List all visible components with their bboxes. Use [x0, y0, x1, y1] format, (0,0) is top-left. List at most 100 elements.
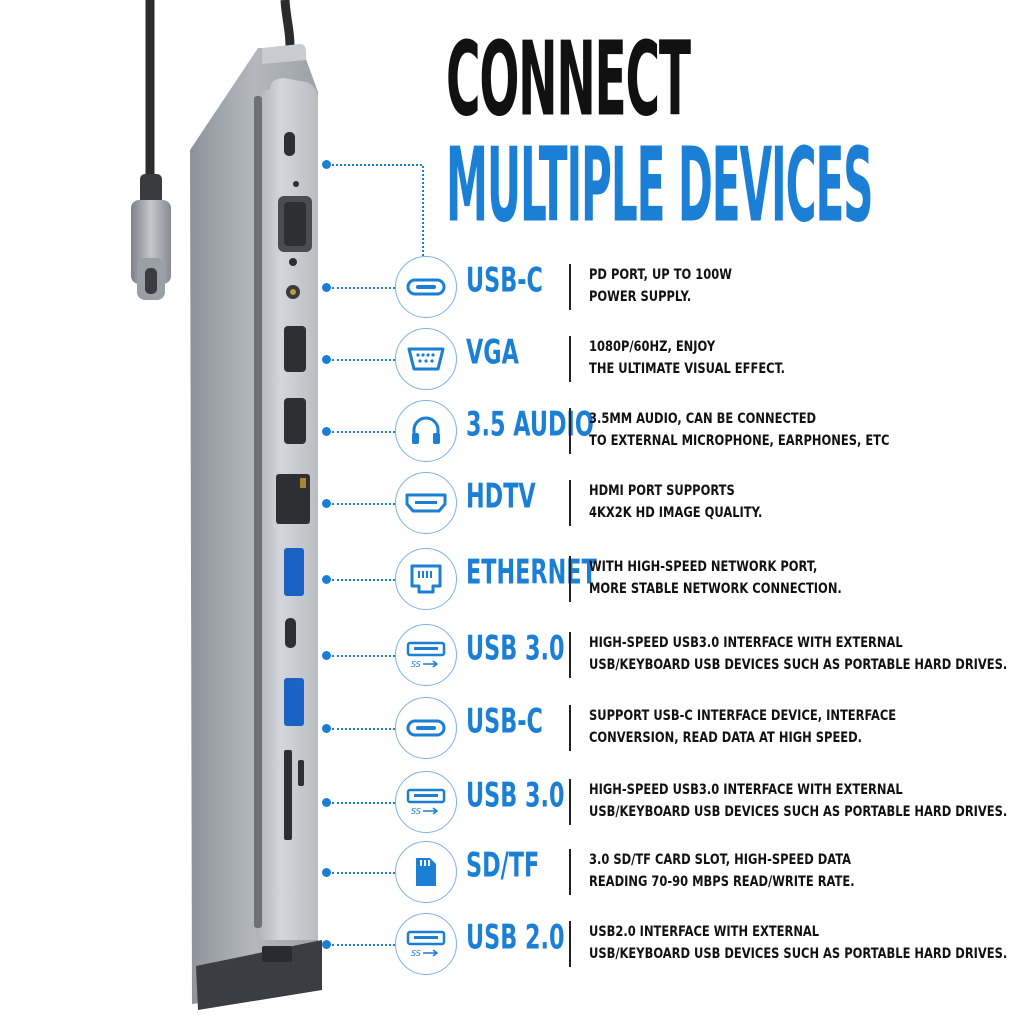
feature-description-line: 4KX2K HD IMAGE QUALITY. [589, 505, 763, 521]
plug-boot [140, 174, 162, 204]
feature-label: USB-C [466, 260, 543, 301]
port-usb-c-mid [285, 618, 296, 648]
hub-channel [254, 96, 262, 928]
connector-line [332, 503, 395, 505]
connector-line [332, 728, 395, 730]
feature-description: 1080P/60HZ, ENJOY THE ULTIMATE VISUAL EFF… [589, 336, 785, 380]
feature-description: 3.0 SD/TF CARD SLOT, HIGH-SPEED DATA READ… [589, 849, 855, 893]
feature-description-line: READING 70-90 MBPS READ/WRITE RATE. [589, 874, 855, 890]
hdmi-icon [395, 472, 457, 534]
feature-label: ETHERNET [466, 552, 597, 593]
connector-line [332, 287, 395, 289]
cable-to-hub [280, 0, 295, 47]
ethernet-icon [395, 548, 457, 610]
port-sd [284, 750, 292, 840]
connector-line [332, 944, 395, 946]
feature-description-line: MORE STABLE NETWORK CONNECTION. [589, 581, 842, 597]
feature-row: USB-C SUPPORT USB-C INTERFACE DEVICE, INT… [0, 697, 1024, 761]
divider [569, 779, 571, 825]
connector-dot [322, 651, 331, 660]
hub-foot-port [262, 946, 292, 962]
feature-description: HIGH-SPEED USB3.0 INTERFACE WITH EXTERNA… [589, 779, 1007, 823]
feature-description-line: 1080P/60HZ, ENJOY [589, 339, 716, 355]
connector-line [332, 579, 395, 581]
feature-label: 3.5 AUDIO [466, 404, 594, 445]
connector-dot [322, 940, 331, 949]
connector-line [332, 164, 422, 166]
divider [569, 632, 571, 678]
sd-card-icon [395, 841, 457, 903]
feature-description-line: USB2.0 INTERFACE WITH EXTERNAL [589, 924, 820, 940]
feature-description-line: HIGH-SPEED USB3.0 INTERFACE WITH EXTERNA… [589, 635, 903, 651]
connector-line [332, 872, 395, 874]
feature-description-line: USB/KEYBOARD USB DEVICES SUCH AS PORTABL… [589, 657, 1008, 673]
plug-tip-inner [145, 268, 157, 294]
connector-dot [322, 283, 331, 292]
divider [569, 705, 571, 751]
feature-label: SD/TF [466, 845, 540, 886]
svg-text:SS: SS [411, 949, 421, 958]
vga-icon [395, 328, 457, 390]
connector-dot [322, 798, 331, 807]
connector-dot [322, 868, 331, 877]
feature-row: SD/TF 3.0 SD/TF CARD SLOT, HIGH-SPEED DAT… [0, 841, 1024, 905]
feature-label: VGA [466, 332, 519, 373]
feature-description: WITH HIGH-SPEED NETWORK PORT,MORE STABLE… [589, 556, 842, 600]
connector-line [332, 802, 395, 804]
port-ethernet-led [300, 478, 306, 488]
feature-description-line: 3.5MM AUDIO, CAN BE CONNECTED [589, 411, 817, 427]
port-usb3-2 [284, 678, 304, 726]
usb-2-icon: SS [395, 913, 457, 975]
feature-row: USB-C PD PORT, UP TO 100W POWER SUPPLY. [0, 256, 1024, 320]
feature-label: USB-C [466, 701, 543, 742]
headline-multiple-devices: MULTIPLE DEVICES [446, 124, 874, 245]
connector-dot [322, 499, 331, 508]
usb-c-icon [395, 697, 457, 759]
feature-label: USB 3.0 [466, 628, 565, 669]
feature-description-line: SUPPORT USB-C INTERFACE DEVICE, INTERFAC… [589, 708, 897, 724]
connector-line [332, 359, 395, 361]
hub-cap [262, 44, 306, 64]
feature-label: USB 2.0 [466, 917, 565, 958]
feature-description: USB2.0 INTERFACE WITH EXTERNAL USB/KEYBOA… [589, 921, 1007, 965]
feature-description-line: USB/KEYBOARD USB DEVICES SUCH AS PORTABL… [589, 946, 1008, 962]
usb-3-icon: SS [395, 771, 457, 833]
connector-guide [422, 166, 424, 256]
svg-text:SS: SS [411, 807, 421, 816]
feature-description: HIGH-SPEED USB3.0 INTERFACE WITH EXTERNA… [589, 632, 1007, 676]
port-tf [298, 760, 304, 786]
feature-description: PD PORT, UP TO 100W POWER SUPPLY. [589, 264, 732, 308]
port-usb3-1 [284, 548, 304, 596]
port-usb-c-top [284, 132, 295, 156]
headphones-icon [395, 400, 457, 462]
connector-dot [322, 724, 331, 733]
usb-3-icon: SS [395, 624, 457, 686]
feature-description-line: 3.0 SD/TF CARD SLOT, HIGH-SPEED DATA [589, 852, 852, 868]
headline-connect: CONNECT [446, 18, 691, 139]
feature-description-line: POWER SUPPLY. [589, 289, 692, 305]
usb-c-icon [395, 256, 457, 318]
feature-description-line: PD PORT, UP TO 100W [589, 267, 732, 283]
feature-description: SUPPORT USB-C INTERFACE DEVICE, INTERFAC… [589, 705, 896, 749]
feature-description-line: HIGH-SPEED USB3.0 INTERFACE WITH EXTERNA… [589, 782, 903, 798]
divider [569, 408, 571, 454]
port-screw-a [289, 258, 297, 266]
connector-dot [322, 575, 331, 584]
feature-description-line: THE ULTIMATE VISUAL EFFECT. [589, 361, 786, 377]
connector-dot [322, 355, 331, 364]
divider [569, 556, 571, 602]
port-led [293, 181, 299, 187]
feature-description-line: USB/KEYBOARD USB DEVICES SUCH AS PORTABL… [589, 804, 1008, 820]
divider [569, 336, 571, 382]
connector-dot [322, 160, 331, 169]
